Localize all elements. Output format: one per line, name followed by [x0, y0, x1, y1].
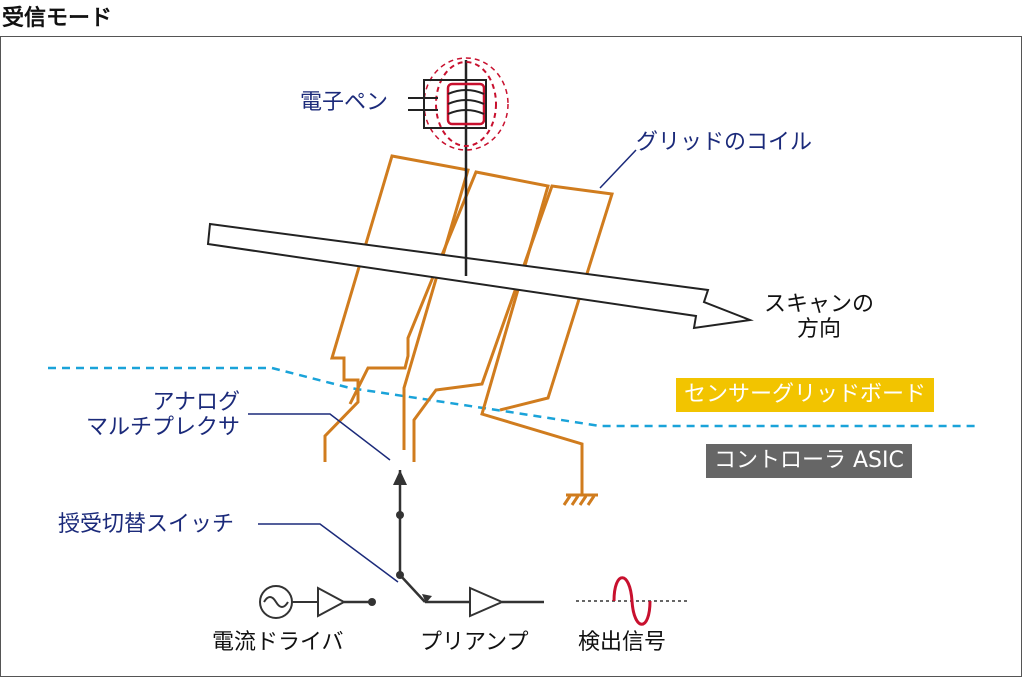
- scan-label-line-2: 方向: [796, 317, 841, 343]
- page-title: 受信モード: [2, 6, 113, 31]
- driver-amplifier: [317, 586, 347, 618]
- signal-label: 検出信号: [578, 630, 667, 655]
- ac-source-icon: [259, 585, 318, 619]
- analog-mux-label: アナログ マルチプレクサ: [70, 390, 240, 441]
- scan-label-line-1: スキャンの: [763, 292, 874, 317]
- preamp-label: プリアンプ: [420, 630, 529, 655]
- switch-up-arrow: [393, 470, 407, 485]
- driver-label: 電流ドライバ: [212, 630, 344, 655]
- scan-direction-arrow: [206, 222, 754, 330]
- switch-down-arrow: [422, 594, 432, 603]
- mux-label-line-2: マルチプレクサ: [85, 415, 240, 441]
- detected-signal-icon: [576, 576, 690, 626]
- pen-label: 電子ペン: [300, 90, 389, 115]
- sensor-grid-board-badge: センサーグリッドボード: [676, 378, 935, 412]
- signal-path: [344, 470, 544, 604]
- diagram-frame: [0, 36, 1022, 677]
- mux-label-line-1: アナログ: [152, 390, 240, 415]
- switch-label: 授受切替スイッチ: [58, 512, 235, 537]
- preamp-amplifier: [469, 586, 505, 618]
- electronic-pen: [408, 57, 509, 276]
- scan-direction-label: スキャンの 方向: [754, 292, 884, 343]
- coil-3: [412, 184, 614, 462]
- grid-coil-label: グリッドのコイル: [636, 130, 813, 155]
- controller-asic-badge: コントローラ ASIC: [706, 444, 912, 478]
- ground-symbol: [562, 493, 598, 506]
- coil-1: [323, 154, 470, 462]
